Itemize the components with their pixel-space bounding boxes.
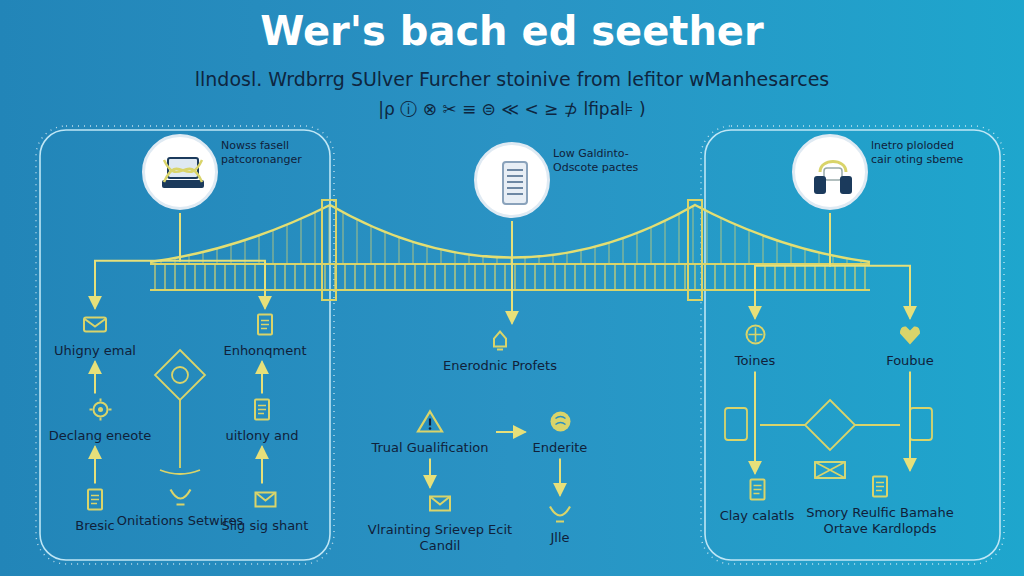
node-label: uitlony and bbox=[225, 428, 298, 444]
node-label: Bresic bbox=[75, 518, 115, 534]
node-label: lnetro ploloded cair oting sbeme bbox=[871, 139, 975, 167]
icon-node: Vlrainting Srievep Ecit Candil bbox=[365, 491, 515, 554]
flow-arrow bbox=[180, 213, 265, 309]
node-label: Vlrainting Srievep Ecit Candil bbox=[365, 522, 515, 554]
flow-arrow bbox=[511, 221, 513, 324]
node-icon bbox=[81, 487, 109, 515]
node-label: Silg sig shant bbox=[222, 518, 309, 534]
flow-arrow bbox=[95, 213, 180, 309]
node-label: Toines bbox=[735, 353, 775, 369]
node-label: Low Galdinto- Odscote pactes bbox=[553, 147, 657, 175]
panel-frame bbox=[36, 126, 1004, 564]
icon-node: Enderite bbox=[529, 409, 592, 456]
right-diamond-symbol bbox=[725, 400, 932, 478]
node-label: Jlle bbox=[550, 530, 569, 546]
node-label: Foubue bbox=[886, 353, 934, 369]
icon-node: Enerodnic Profets bbox=[439, 327, 561, 374]
icon-node: uitlony and bbox=[221, 397, 303, 444]
node-icon bbox=[741, 322, 769, 350]
flow-arrow bbox=[909, 372, 911, 471]
node-icon bbox=[158, 150, 208, 200]
node-icon bbox=[426, 491, 454, 519]
node-icon bbox=[86, 397, 114, 425]
center-diamond-symbol bbox=[155, 350, 205, 474]
symbol-row: |ρ ⓘ ⊗ ✂ ≡ ⊜ ≪ < ≥ ⊅ lfipal⊧ ) bbox=[0, 98, 1024, 121]
flow-arrow bbox=[754, 372, 756, 474]
icon-node: Enhonqment bbox=[219, 312, 311, 359]
flow-arrow bbox=[429, 459, 431, 488]
icon-node: Clay calatls bbox=[716, 477, 799, 524]
icon-circle: lnetro ploloded cair oting sbeme bbox=[792, 134, 868, 210]
node-icon bbox=[486, 327, 514, 355]
subtitle-text: llndosl. Wrdbrrg SUlver Furcher stoinive… bbox=[0, 68, 1024, 90]
node-icon bbox=[896, 322, 924, 350]
icon-node: Trual Gualification bbox=[367, 409, 493, 456]
icon-node: Jlle bbox=[546, 499, 574, 546]
node-label: Enhonqment bbox=[223, 343, 306, 359]
node-icon bbox=[808, 150, 858, 200]
flow-arrow bbox=[261, 362, 263, 394]
node-icon bbox=[490, 158, 540, 208]
icon-node: Smory Reulfic Bamahe Ortave Kardlopds bbox=[805, 474, 955, 537]
node-label: Enerodnic Profets bbox=[443, 358, 557, 374]
icon-circle: Nowss fasell patcoronanger bbox=[142, 134, 218, 210]
node-label: Nowss fasell patcoronanger bbox=[221, 139, 325, 167]
icon-node: Foubue bbox=[882, 322, 938, 369]
node-icon bbox=[546, 409, 574, 437]
node-icon bbox=[166, 482, 194, 510]
flow-arrow bbox=[94, 362, 96, 394]
node-icon bbox=[81, 312, 109, 340]
node-icon bbox=[248, 397, 276, 425]
diagram-title: Wer's bach ed seether bbox=[0, 8, 1024, 54]
flow-arrow bbox=[261, 447, 263, 484]
icon-node: Silg sig shant bbox=[218, 487, 313, 534]
flow-arrow bbox=[496, 431, 526, 433]
node-label: Declang eneote bbox=[49, 428, 152, 444]
icon-node: Declang eneote bbox=[45, 397, 156, 444]
node-icon bbox=[866, 474, 894, 502]
node-icon bbox=[251, 487, 279, 515]
icon-node: Toines bbox=[731, 322, 780, 369]
flow-arrow bbox=[830, 213, 910, 319]
node-label: Trual Gualification bbox=[371, 440, 488, 456]
node-icon bbox=[416, 409, 444, 437]
node-label: Uhigny emal bbox=[54, 343, 136, 359]
flow-arrow bbox=[94, 447, 96, 484]
node-label: Clay calatls bbox=[720, 508, 795, 524]
icon-node: Uhigny emal bbox=[50, 312, 140, 359]
node-icon bbox=[546, 499, 574, 527]
flow-arrow bbox=[755, 213, 830, 319]
icon-node: Bresic bbox=[71, 487, 119, 534]
node-label: Enderite bbox=[533, 440, 588, 456]
node-icon bbox=[251, 312, 279, 340]
flow-arrow bbox=[559, 459, 561, 496]
node-icon bbox=[743, 477, 771, 505]
icon-circle: Low Galdinto- Odscote pactes bbox=[474, 142, 550, 218]
node-label: Smory Reulfic Bamahe Ortave Kardlopds bbox=[805, 505, 955, 537]
